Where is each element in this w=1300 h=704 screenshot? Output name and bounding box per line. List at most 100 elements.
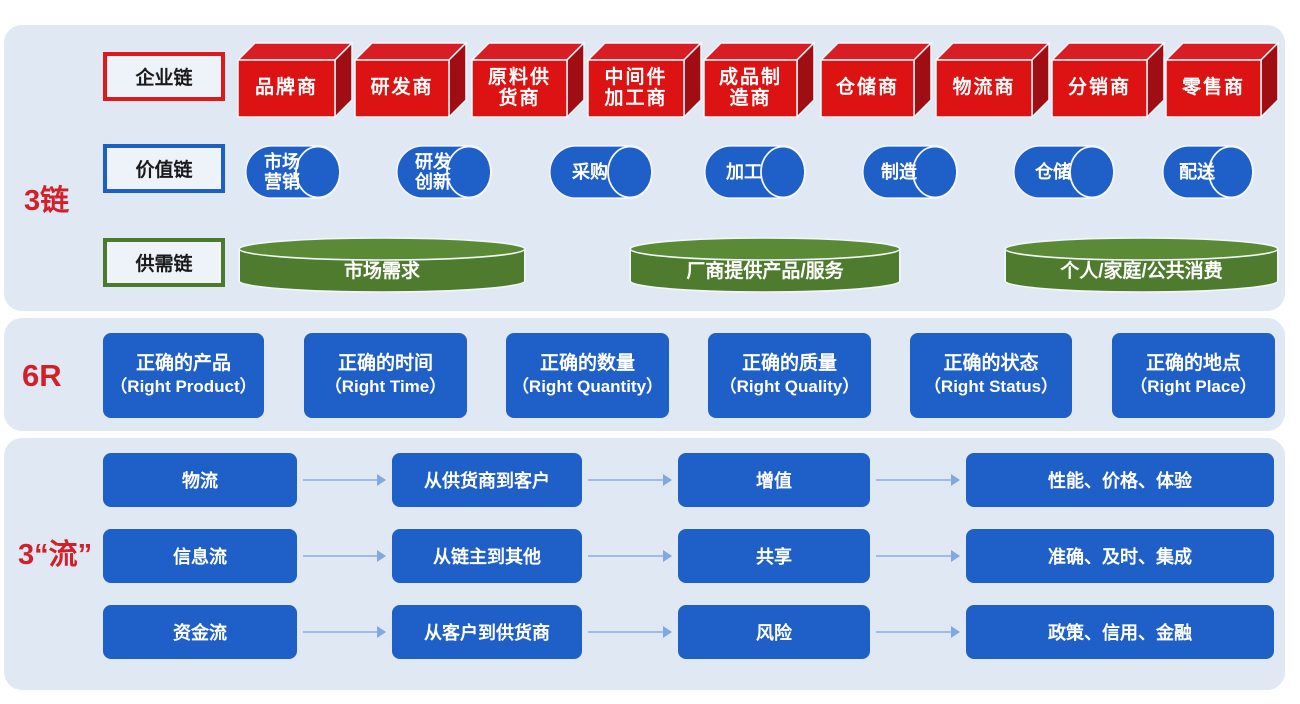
value-chain-label: 研发 创新 [415,151,451,192]
box-front-face [1051,59,1148,118]
flow-attributes-box[interactable]: 政策、信用、金融 [966,605,1274,659]
enterprise-node-label: 零售商 [1181,77,1245,99]
flow-attributes-box[interactable]: 准确、及时、集成 [966,529,1274,583]
badge-value-chain[interactable]: 价值链 [103,144,225,193]
flow-name-box-label: 物流 [182,471,218,491]
flow-arrow [588,550,672,562]
flow-direction-box[interactable]: 从链主到其他 [392,529,582,583]
supply-demand-label: 个人/家庭/公共消费 [1060,260,1223,282]
enterprise-node-box[interactable]: 零售商 [1164,41,1280,119]
flows-section-label: 3“流” [18,539,93,571]
six-r-card[interactable]: 正确的状态（Right Status） [910,333,1072,418]
flow-arrow [876,626,960,638]
supply-demand-label: 厂商提供产品/服务 [686,260,844,282]
flow-arrow [303,626,386,638]
six-r-card[interactable]: 正确的地点 （Right Place） [1112,333,1275,418]
arrow-head-icon [951,474,960,486]
enterprise-node-label: 中间件 加工商 [604,67,668,109]
six-r-card[interactable]: 正确的时间（Right Time） [304,333,467,418]
badge-enterprise-chain-label: 企业链 [135,68,193,89]
box-top-face [586,42,703,61]
arrow-shaft [876,479,952,481]
box-front-face [1165,59,1262,118]
flow-arrow [876,474,960,486]
value-chain-cylinder[interactable]: 市场 营销 [245,145,367,199]
flow-attributes-box-label: 政策、信用、金融 [1048,623,1192,643]
flow-effect-box[interactable]: 风险 [678,605,870,659]
value-chain-cylinder[interactable]: 配送 [1162,145,1280,199]
disk-body [1004,248,1279,293]
flow-arrow [303,550,386,562]
supply-demand-label: 市场需求 [343,260,420,282]
six-r-card[interactable]: 正确的数量（Right Quantity） [506,333,669,418]
flow-effect-box[interactable]: 增值 [678,453,870,507]
box-front-face [354,59,450,118]
enterprise-node-label: 研发商 [370,77,434,99]
arrow-head-icon [663,626,672,638]
six-r-card-title: 正确的时间 [337,352,433,374]
box-top-face [819,42,933,61]
box-top-face [1050,42,1166,61]
value-chain-label: 加工 [726,161,762,182]
value-chain-cylinder[interactable]: 采购 [549,145,679,199]
flow-effect-box-label: 增值 [756,471,792,491]
value-chain-label: 市场 营销 [264,151,300,192]
value-chain-cylinder[interactable]: 制造 [862,145,984,199]
supply-demand-disk[interactable]: 厂商提供产品/服务 [629,237,901,293]
enterprise-node-box[interactable]: 研发商 [353,41,468,119]
flow-attributes-box[interactable]: 性能、价格、体验 [966,453,1274,507]
enterprise-node-box[interactable]: 物流商 [934,41,1051,119]
enterprise-node-box[interactable]: 分销商 [1050,41,1166,119]
flow-arrow [588,474,672,486]
value-chain-cylinder[interactable]: 研发 创新 [396,145,518,199]
box-front-face [935,59,1033,118]
six-r-card[interactable]: 正确的产品（Right Product） [103,333,264,418]
six-r-card-title: 正确的数量 [539,352,635,374]
enterprise-node-box[interactable]: 仓储商 [819,41,933,119]
arrow-shaft [303,631,378,633]
value-chain-label: 制造 [881,161,917,182]
enterprise-node-box[interactable]: 中间件 加工商 [586,41,703,119]
box-top-face [934,42,1051,61]
six-r-card-subtitle: （Right Place） [1130,377,1257,397]
flow-name-box[interactable]: 信息流 [103,529,297,583]
six-r-card-subtitle: （Right Quality） [719,377,860,397]
flow-direction-box-label: 从链主到其他 [433,547,541,567]
enterprise-node-box[interactable]: 成品制 造商 [702,41,816,119]
disk-body [629,248,901,293]
value-chain-cylinder[interactable]: 加工 [704,145,832,199]
flow-name-box[interactable]: 资金流 [103,605,297,659]
badge-enterprise-chain[interactable]: 企业链 [103,52,225,101]
arrow-head-icon [377,550,386,562]
six-r-card-title: 正确的地点 [1145,352,1241,374]
flow-name-box-label: 信息流 [173,547,227,567]
flow-effect-box[interactable]: 共享 [678,529,870,583]
box-top-face [236,42,354,61]
enterprise-node-box[interactable]: 品牌商 [236,41,354,119]
badge-value-chain-label: 价值链 [135,160,193,181]
disk-top [238,237,526,261]
enterprise-node-box[interactable]: 原料供 货商 [470,41,586,119]
flow-direction-box-label: 从供货商到客户 [424,471,550,491]
enterprise-node-label: 原料供 货商 [487,67,551,109]
enterprise-node-label: 分销商 [1067,77,1131,99]
flow-name-box[interactable]: 物流 [103,453,297,507]
six-r-card-subtitle: （Right Status） [923,377,1059,397]
six-r-card-title: 正确的质量 [741,352,837,374]
enterprise-node-label: 物流商 [952,77,1016,99]
value-chain-label: 采购 [572,161,608,182]
value-chain-cylinder[interactable]: 仓储 [1013,145,1141,199]
arrow-shaft [588,479,664,481]
chains-panel: 3链 企业链 价值链 供需链 品牌商 研发商 原料供 货商 [4,25,1285,311]
flow-direction-box[interactable]: 从客户到供货商 [392,605,582,659]
supply-demand-disk[interactable]: 个人/家庭/公共消费 [1004,237,1279,293]
six-r-card-subtitle: （Right Product） [110,377,257,397]
value-chain-label: 仓储 [1035,161,1071,182]
disk-body [238,248,526,293]
supply-demand-disk[interactable]: 市场需求 [238,237,526,293]
arrow-head-icon [663,550,672,562]
six-r-card[interactable]: 正确的质量 （Right Quality） [708,333,871,418]
enterprise-node-label: 品牌商 [254,77,318,99]
badge-supply-demand-chain[interactable]: 供需链 [103,238,225,287]
flow-direction-box[interactable]: 从供货商到客户 [392,453,582,507]
